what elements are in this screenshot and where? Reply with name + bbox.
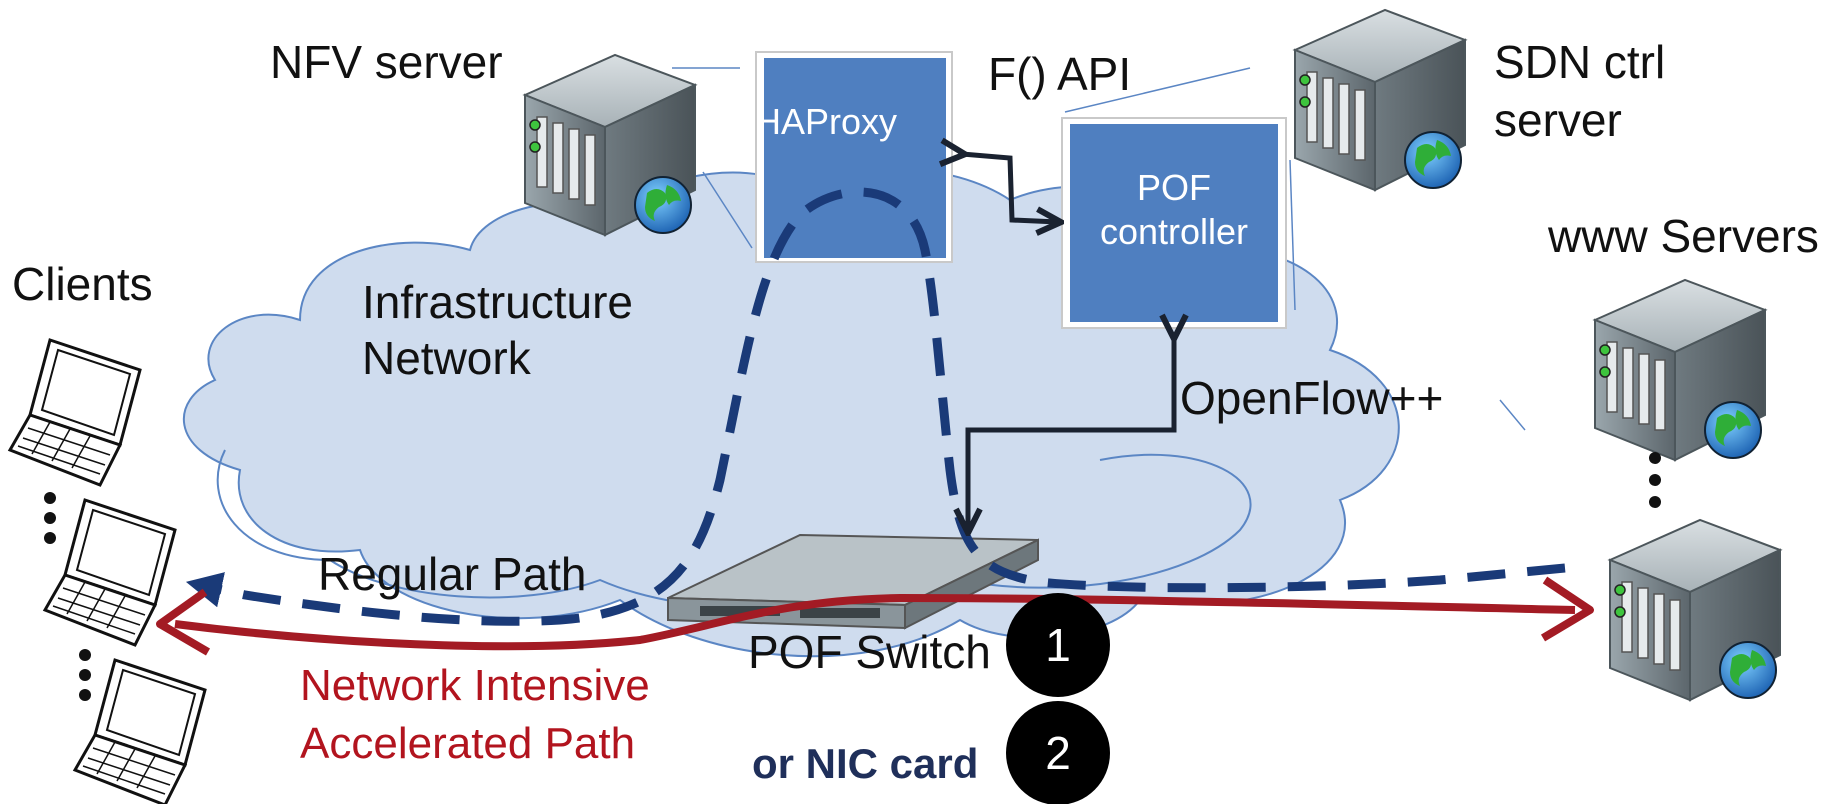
clients-ellipsis xyxy=(44,492,91,701)
pof-controller-label-line1: POF xyxy=(1137,167,1211,208)
sdn-ctrl-label-line2: server xyxy=(1494,94,1622,146)
client-laptop-3-icon xyxy=(73,658,207,807)
accelerated-path-label-line2: Accelerated Path xyxy=(300,719,635,768)
nfv-server-icon xyxy=(524,54,696,236)
pof-controller-label-line2: controller xyxy=(1100,211,1248,252)
badge-2: 2 xyxy=(1006,701,1110,805)
client-laptop-2-icon xyxy=(43,498,177,647)
pof-switch-label: POF Switch xyxy=(748,626,991,678)
regular-path-label: Regular Path xyxy=(318,548,587,600)
sdn-ctrl-server-icon xyxy=(1294,9,1466,191)
www-servers-ellipsis xyxy=(1649,452,1661,508)
badge-1: 1 xyxy=(1006,593,1110,697)
nic-card-label: or NIC card xyxy=(752,740,978,787)
www-server-top-icon xyxy=(1594,279,1766,461)
badge-1-number: 1 xyxy=(1045,619,1071,671)
openflow-label: OpenFlow++ xyxy=(1180,372,1443,424)
www-server-bottom-icon xyxy=(1609,519,1781,701)
sdn-ctrl-label-line1: SDN ctrl xyxy=(1494,36,1665,88)
haproxy-box: HAProxy xyxy=(755,51,953,263)
client-laptop-1-icon xyxy=(8,338,142,487)
pof-controller-box: POF controller xyxy=(1061,117,1287,329)
haproxy-label: HAProxy xyxy=(755,101,897,142)
regular-path-line xyxy=(185,187,1566,626)
www-servers-label: www Servers xyxy=(1547,210,1819,262)
f-api-label: F() API xyxy=(988,48,1131,100)
badge-2-number: 2 xyxy=(1045,727,1071,779)
accelerated-path-line xyxy=(156,576,1594,656)
accelerated-path-label-line1: Network Intensive xyxy=(300,661,650,710)
connector-lines xyxy=(672,67,1526,431)
f-api-arrow xyxy=(962,154,1058,222)
clients-label: Clients xyxy=(12,258,153,310)
infrastructure-label-line2: Network xyxy=(362,332,532,384)
infrastructure-label-line1: Infrastructure xyxy=(362,276,633,328)
nfv-server-label: NFV server xyxy=(270,36,503,88)
openflow-arrow xyxy=(968,336,1174,530)
